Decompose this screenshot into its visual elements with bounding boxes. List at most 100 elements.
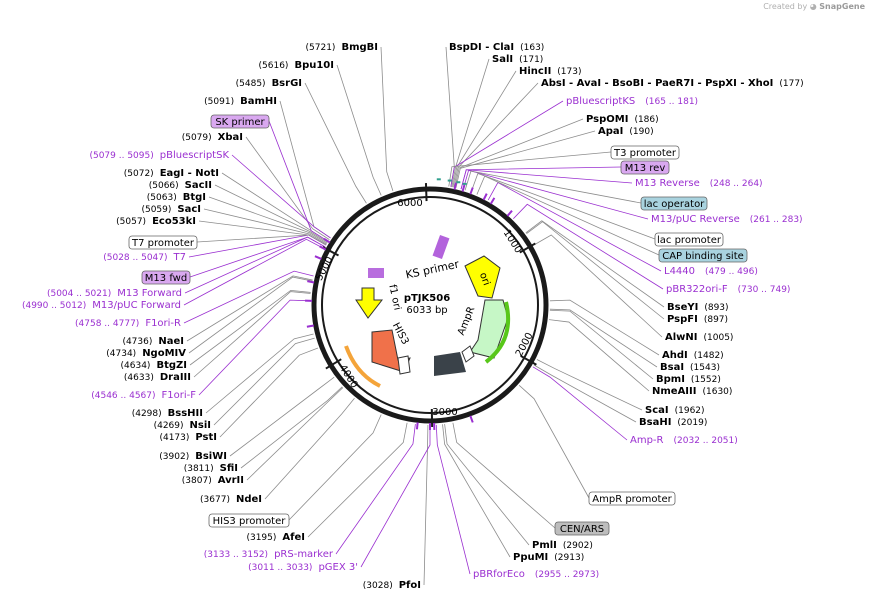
primer-site-marker bbox=[453, 182, 457, 190]
site-position: (1543) bbox=[690, 363, 720, 373]
primer-range: (2955 .. 2973) bbox=[535, 570, 599, 580]
leader-line bbox=[450, 100, 564, 187]
feature-label-m13_rev: M13 rev bbox=[620, 160, 670, 175]
site-position: (186) bbox=[634, 115, 658, 125]
site-ahdi: AhdI(1482) bbox=[662, 350, 724, 361]
site-bspdi: BspDI - ClaI(163) bbox=[449, 42, 544, 53]
site-name: BsrGI bbox=[272, 78, 302, 89]
site-name: PfoI bbox=[399, 580, 421, 591]
site-nsii: NsiI(4269) bbox=[154, 420, 211, 431]
feature-label-text: CAP binding site bbox=[662, 251, 744, 262]
backbone-markers bbox=[305, 178, 513, 430]
leader-line bbox=[455, 130, 596, 188]
primer-name: T7 bbox=[173, 252, 186, 263]
feature-label-text: CEN/ARS bbox=[560, 524, 604, 535]
primer-site-marker bbox=[469, 415, 474, 423]
primer-name: pBluescriptKS bbox=[566, 96, 635, 107]
site-scai: ScaI(1962) bbox=[645, 405, 705, 416]
site-btgzi: BtgZI(4634) bbox=[121, 360, 187, 371]
plasmid-length: 6033 bp bbox=[406, 305, 447, 316]
site-position: (4298) bbox=[132, 409, 162, 419]
primer-name: M13/pUC Forward bbox=[92, 300, 181, 311]
site-naei: NaeI(4736) bbox=[122, 336, 184, 347]
site-name: PmlI bbox=[532, 540, 557, 551]
site-alwni: AlwNI(1005) bbox=[665, 332, 733, 343]
site-bsahi: BsaHI(2019) bbox=[639, 417, 707, 428]
site-position: (5066) bbox=[149, 181, 179, 191]
site-position: (3677) bbox=[200, 495, 230, 505]
primer-range: (165 .. 181) bbox=[645, 97, 698, 107]
feature-label-ampr_promoter: AmpR promoter bbox=[588, 491, 676, 506]
site-bmgbi: BmgBI(5721) bbox=[306, 42, 378, 53]
feature-label-text: SK primer bbox=[215, 117, 265, 128]
site-position: (5072) bbox=[124, 169, 154, 179]
site-name: PpuMI bbox=[513, 552, 548, 563]
site-position: (5063) bbox=[147, 193, 177, 203]
site-name: PstI bbox=[195, 432, 217, 443]
feature-site-marker bbox=[436, 178, 441, 181]
feature-ori: ori bbox=[464, 255, 501, 299]
site-name: SalI bbox=[492, 54, 513, 65]
site-btgi: BtgI(5063) bbox=[147, 192, 206, 203]
feature-his3: HIS3 bbox=[344, 321, 411, 388]
outer-labels: BmgBI(5721)Bpu10I(5616)BsrGI(5485)BamHI(… bbox=[22, 42, 804, 591]
leader-line bbox=[189, 289, 311, 366]
site-position: (2902) bbox=[563, 541, 593, 551]
primer-range: (4990 .. 5012) bbox=[22, 301, 86, 311]
site-xbai: XbaI(5079) bbox=[182, 132, 243, 143]
f1ori-label: f1 ori bbox=[386, 284, 402, 312]
site-name: BsiWI bbox=[195, 451, 227, 462]
leader-line bbox=[183, 238, 325, 306]
plasmid-name: pTJK506 bbox=[404, 293, 450, 304]
leader-line bbox=[219, 347, 319, 438]
leader-line bbox=[445, 46, 455, 187]
leader-line bbox=[518, 384, 590, 499]
feature-label-sk_primer: SK primer bbox=[210, 114, 270, 129]
primer-site-marker bbox=[306, 324, 314, 328]
leader-line bbox=[304, 82, 367, 204]
leader-line bbox=[423, 424, 429, 586]
site-sali: SalI(171) bbox=[492, 54, 543, 65]
primer-pbluescriptsk: pBluescriptSK(5079 .. 5095) bbox=[89, 150, 229, 161]
primer-t7: T7(5028 .. 5047) bbox=[103, 252, 186, 263]
leader-line bbox=[549, 309, 654, 380]
backbone-inner-ring bbox=[321, 196, 539, 414]
site-avrii: AvrII(3807) bbox=[182, 475, 244, 486]
leader-line bbox=[549, 308, 658, 368]
leader-line bbox=[186, 275, 313, 342]
feature-label-m13_fwd: M13 fwd bbox=[141, 270, 191, 285]
site-position: (5721) bbox=[306, 43, 336, 53]
site-position: (4173) bbox=[159, 433, 189, 443]
primer-site-marker bbox=[489, 197, 496, 205]
leader-line bbox=[203, 208, 327, 245]
site-saci: SacI(5059) bbox=[141, 204, 201, 215]
primer-name: pBR322ori-F bbox=[666, 284, 728, 295]
leader-line bbox=[442, 424, 511, 558]
ks-primer-marker bbox=[432, 234, 450, 260]
ampr-promoter-marker bbox=[461, 345, 475, 363]
scale-tick bbox=[325, 358, 342, 370]
feature-ks-primer: KS primer bbox=[404, 234, 461, 282]
site-pspomi: PspOMI(186) bbox=[586, 114, 659, 125]
site-pmli: PmlI (2902) bbox=[532, 540, 593, 551]
site-position: (5616) bbox=[259, 61, 289, 71]
site-bamhi: BamHI(5091) bbox=[204, 96, 277, 107]
site-name: BamHI bbox=[240, 96, 277, 107]
site-position: (4634) bbox=[121, 361, 151, 371]
feature-label-text: M13 fwd bbox=[145, 273, 187, 284]
leader-line bbox=[245, 136, 330, 240]
site-position: (163) bbox=[520, 43, 544, 53]
site-position: (5057) bbox=[116, 217, 146, 227]
primer-pbluescriptks: pBluescriptKS (165 .. 181) bbox=[566, 96, 698, 107]
site-position: (5485) bbox=[236, 79, 266, 89]
leader-line bbox=[360, 425, 431, 568]
primer-f1ori_r: F1ori-R(4758 .. 4777) bbox=[75, 318, 181, 329]
primer-site-marker bbox=[506, 210, 513, 217]
site-position: (3811) bbox=[184, 464, 214, 474]
primer-m13forward: M13 Forward(5004 .. 5021) bbox=[47, 288, 182, 299]
site-eco53ki: Eco53kI(5057) bbox=[116, 216, 196, 227]
primer-range: (479 .. 496) bbox=[705, 267, 758, 277]
site-sfii: SfiI(3811) bbox=[184, 463, 238, 474]
feature-site-marker bbox=[447, 179, 452, 182]
